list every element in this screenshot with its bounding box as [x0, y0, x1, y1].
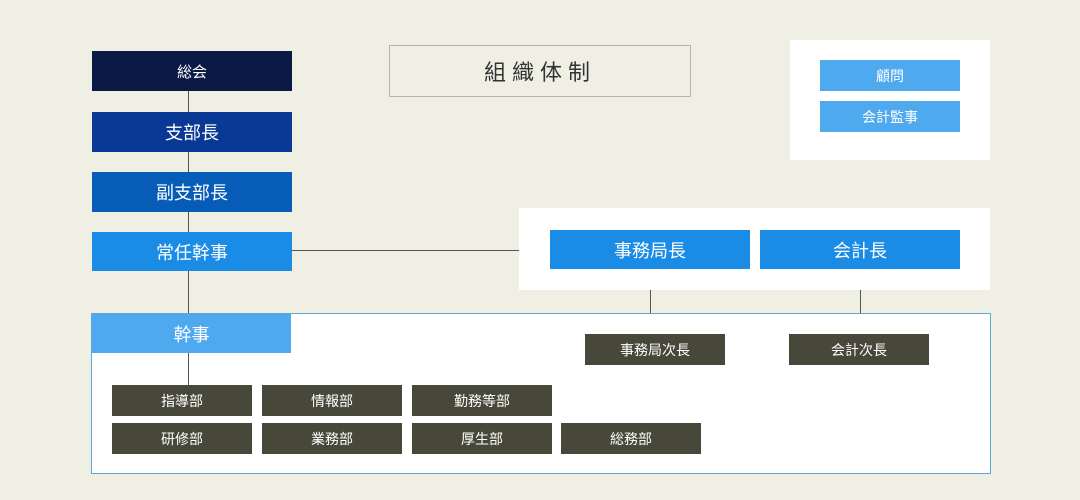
secretariat-head-label: 事務局長	[614, 240, 686, 262]
vice-branch-head-label: 副支部長	[156, 183, 228, 204]
auditor-box: 会計監事	[820, 101, 960, 132]
department-label: 研修部	[161, 431, 203, 448]
treasurer-deputy-box: 会計次長	[789, 334, 929, 365]
secretaries-box: 幹事	[92, 314, 291, 353]
department-label: 指導部	[161, 393, 203, 410]
department-box: 指導部	[112, 385, 252, 416]
page-title-text: 組織体制	[483, 61, 596, 86]
advisors-panel	[790, 40, 990, 160]
secretariat-deputy-label: 事務局次長	[620, 342, 690, 359]
general-meeting-box: 総会	[92, 51, 292, 91]
secretaries-label: 幹事	[173, 324, 210, 346]
department-label: 総務部	[610, 431, 652, 448]
department-box: 情報部	[262, 385, 402, 416]
department-box: 業務部	[262, 423, 402, 454]
department-box: 研修部	[112, 423, 252, 454]
general-meeting-label: 総会	[176, 62, 207, 81]
branch-head-box: 支部長	[92, 112, 292, 152]
connector-treasurer-to-deputy	[860, 268, 861, 335]
connector-standing-to-office	[291, 250, 519, 251]
treasurer-box: 会計長	[760, 230, 960, 269]
vice-branch-head-box: 副支部長	[92, 172, 292, 212]
auditor-label: 会計監事	[862, 109, 918, 126]
standing-secretary-label: 常任幹事	[156, 242, 228, 264]
department-box: 厚生部	[412, 423, 552, 454]
branch-head-label: 支部長	[165, 123, 219, 144]
treasurer-label: 会計長	[833, 240, 887, 262]
secretariat-deputy-box: 事務局次長	[585, 334, 725, 365]
advisor-label: 顧問	[876, 68, 904, 85]
advisor-box: 顧問	[820, 60, 960, 91]
department-label: 勤務等部	[454, 393, 510, 410]
department-box: 勤務等部	[412, 385, 552, 416]
standing-secretary-box: 常任幹事	[92, 232, 292, 271]
department-label: 厚生部	[461, 431, 503, 448]
secretariat-head-box: 事務局長	[550, 230, 750, 269]
page-title: 組織体制	[389, 45, 691, 97]
treasurer-deputy-label: 会計次長	[831, 342, 887, 359]
department-box: 総務部	[561, 423, 701, 454]
department-label: 業務部	[311, 431, 353, 448]
connector-secretariat-to-deputy	[650, 268, 651, 335]
connector-secretaries-to-departments	[188, 353, 189, 385]
department-label: 情報部	[311, 393, 353, 410]
